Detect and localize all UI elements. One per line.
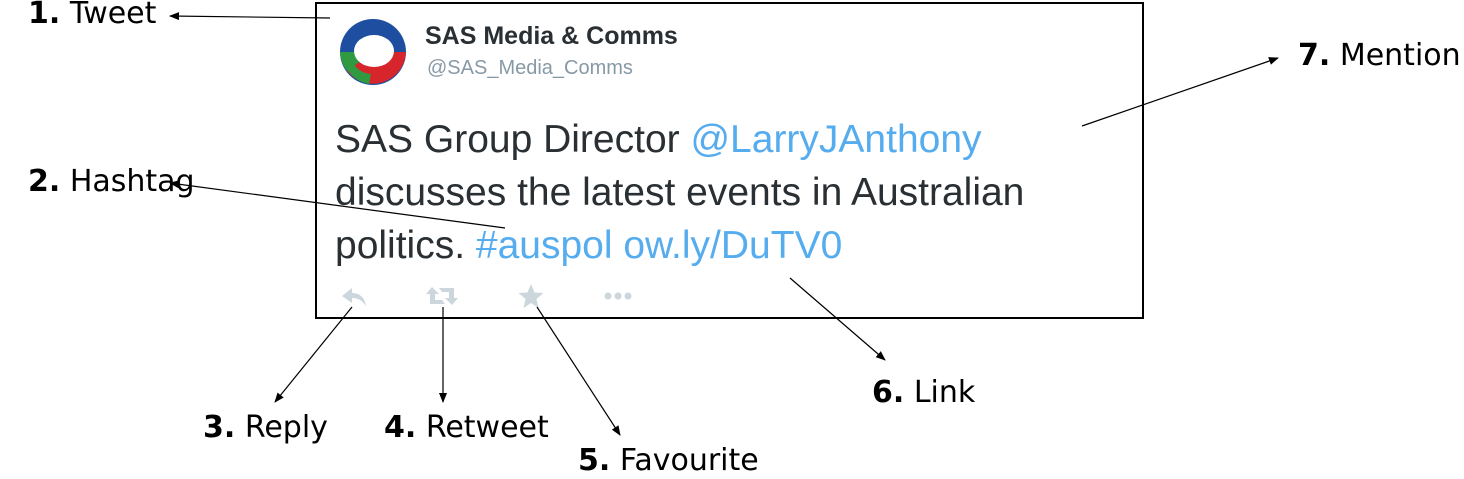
callout-number: 4. <box>384 410 417 445</box>
favourite-button[interactable] <box>515 282 547 310</box>
arrow-tweet <box>169 12 331 21</box>
arrow-hashtag <box>169 180 506 229</box>
callout-number: 2. <box>28 164 61 199</box>
callout-label: Reply <box>244 410 328 445</box>
hashtag-link[interactable]: #auspol <box>475 224 613 267</box>
more-icon <box>604 292 632 300</box>
favourite-icon <box>518 284 544 308</box>
reply-button[interactable] <box>339 282 371 310</box>
arrow-link <box>789 277 886 361</box>
callout-number: 1. <box>28 0 61 31</box>
tweet-text-segment: discusses the latest events in Australia… <box>335 171 1025 214</box>
retweet-button[interactable] <box>425 282 458 310</box>
callout-label: Tweet <box>69 0 157 31</box>
callout-link: 6. Link <box>872 375 975 411</box>
reply-icon <box>342 288 366 306</box>
callout-reply: 3. Reply <box>203 410 328 446</box>
callout-label: Favourite <box>619 443 759 478</box>
url-link[interactable]: ow.ly/DuTV0 <box>623 224 843 267</box>
arrow-favourite <box>536 306 621 436</box>
sas-logo-icon <box>340 19 406 85</box>
arrow-mention <box>1081 57 1279 127</box>
callout-number: 6. <box>872 375 905 410</box>
callout-label: Retweet <box>425 410 549 445</box>
tweet-card: SAS Media & Comms @SAS_Media_Comms SAS G… <box>315 2 1144 319</box>
arrow-reply <box>274 306 353 403</box>
retweet-icon <box>426 287 458 305</box>
callout-label: Link <box>913 375 976 410</box>
callout-number: 3. <box>203 410 236 445</box>
more-button[interactable] <box>601 282 633 310</box>
callout-favourite: 5. Favourite <box>578 443 759 479</box>
callout-label: Mention <box>1339 38 1461 73</box>
tweet-text-segment: SAS Group Director <box>335 118 691 161</box>
callout-retweet: 4. Retweet <box>384 410 549 446</box>
mention-link[interactable]: @LarryJAnthony <box>690 118 982 161</box>
callout-mention: 7. Mention <box>1298 38 1461 74</box>
avatar[interactable] <box>339 18 407 86</box>
callout-number: 7. <box>1298 38 1331 73</box>
callout-tweet: 1. Tweet <box>28 0 156 32</box>
callout-number: 5. <box>578 443 611 478</box>
author-name[interactable]: SAS Media & Comms <box>425 22 678 50</box>
author-handle[interactable]: @SAS_Media_Comms <box>427 57 633 79</box>
tweet-text-segment: politics. <box>335 224 476 267</box>
tweet-text: SAS Group Director @LarryJAnthony discus… <box>335 113 1135 272</box>
